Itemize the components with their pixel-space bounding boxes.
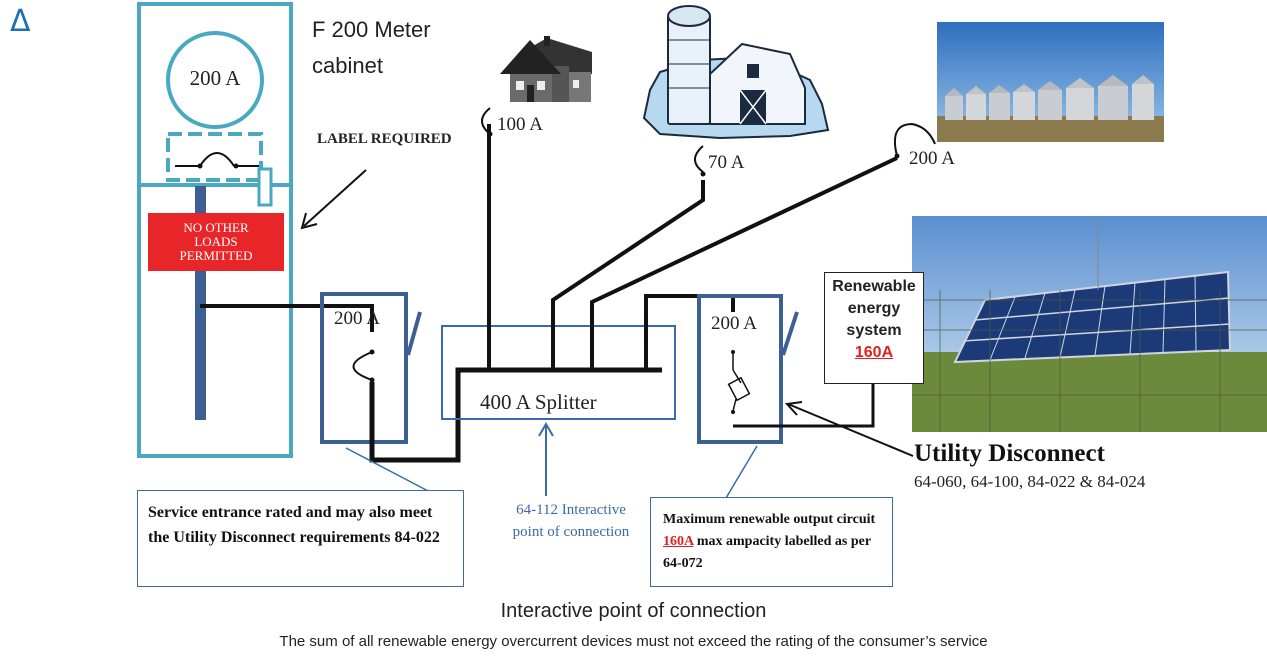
- splitter-label: 400 A Splitter: [480, 390, 597, 414]
- renewable-line3: system: [846, 322, 902, 339]
- service-entrance-note: Service entrance rated and may also meet…: [137, 490, 464, 587]
- interactive-line1: 64-112 Interactive: [516, 502, 626, 518]
- interactive-line2: point of connection: [512, 524, 630, 540]
- meter-title-line2: cabinet: [312, 53, 383, 78]
- no-loads-line1: NO OTHER: [183, 220, 249, 235]
- max-note-post: max ampacity labelled as per 64-072: [663, 534, 871, 571]
- meter-bus-bar: [195, 186, 206, 420]
- footer-title: Interactive point of connection: [500, 600, 767, 622]
- utility-disconnect: [697, 294, 799, 444]
- no-other-loads-label: NO OTHER LOADS PERMITTED: [148, 213, 284, 271]
- farm-breaker-rating: 70 A: [708, 152, 745, 173]
- farm-image: [642, 5, 830, 140]
- utility-disconnect-title: Utility Disconnect: [914, 440, 1105, 467]
- max-note-value: 160A: [663, 534, 694, 549]
- splitter-box: [441, 325, 676, 420]
- solar-array-photo: [912, 216, 1267, 432]
- meter-cabinet: [137, 2, 293, 458]
- utility-disconnect-refs: 64-060, 64-100, 84-022 & 84-024: [914, 472, 1146, 491]
- no-loads-line2: LOADS: [194, 234, 238, 249]
- meter-handle: [257, 167, 273, 207]
- renewable-energy-box: Renewable energy system 160A: [824, 272, 924, 384]
- label-required: LABEL REQUIRED: [317, 131, 452, 147]
- renewable-value: 160A: [854, 344, 894, 361]
- renewable-line2: energy: [847, 300, 901, 317]
- house-breaker-rating: 100 A: [497, 114, 543, 135]
- grain-bins-photo: [937, 22, 1164, 142]
- interactive-point-label: 64-112 Interactive point of connection: [496, 499, 646, 543]
- renewable-line1: Renewable: [832, 278, 916, 295]
- meter-cabinet-title: F 200 Meter cabinet: [312, 12, 431, 84]
- utility-disconnect-rating: 200 A: [711, 313, 757, 334]
- footer-subtitle: The sum of all renewable energy overcurr…: [279, 633, 988, 650]
- meter-rating: 200 A: [189, 66, 241, 90]
- meter-circle: [166, 31, 264, 129]
- max-output-note: Maximum renewable output circuit 160A ma…: [650, 497, 893, 587]
- meter-title-line1: F 200 Meter: [312, 17, 431, 42]
- service-disconnect: [320, 292, 422, 444]
- label-arrow: [303, 169, 367, 227]
- service-disconnect-rating: 200 A: [334, 308, 380, 329]
- no-loads-line3: PERMITTED: [179, 248, 253, 263]
- delta-marker: Δ: [10, 4, 31, 39]
- house-image: [500, 36, 592, 102]
- max-note-pre: Maximum renewable output circuit: [663, 512, 876, 527]
- bins-breaker-rating: 200 A: [909, 148, 955, 169]
- meter-breaker-dashed: [166, 132, 263, 182]
